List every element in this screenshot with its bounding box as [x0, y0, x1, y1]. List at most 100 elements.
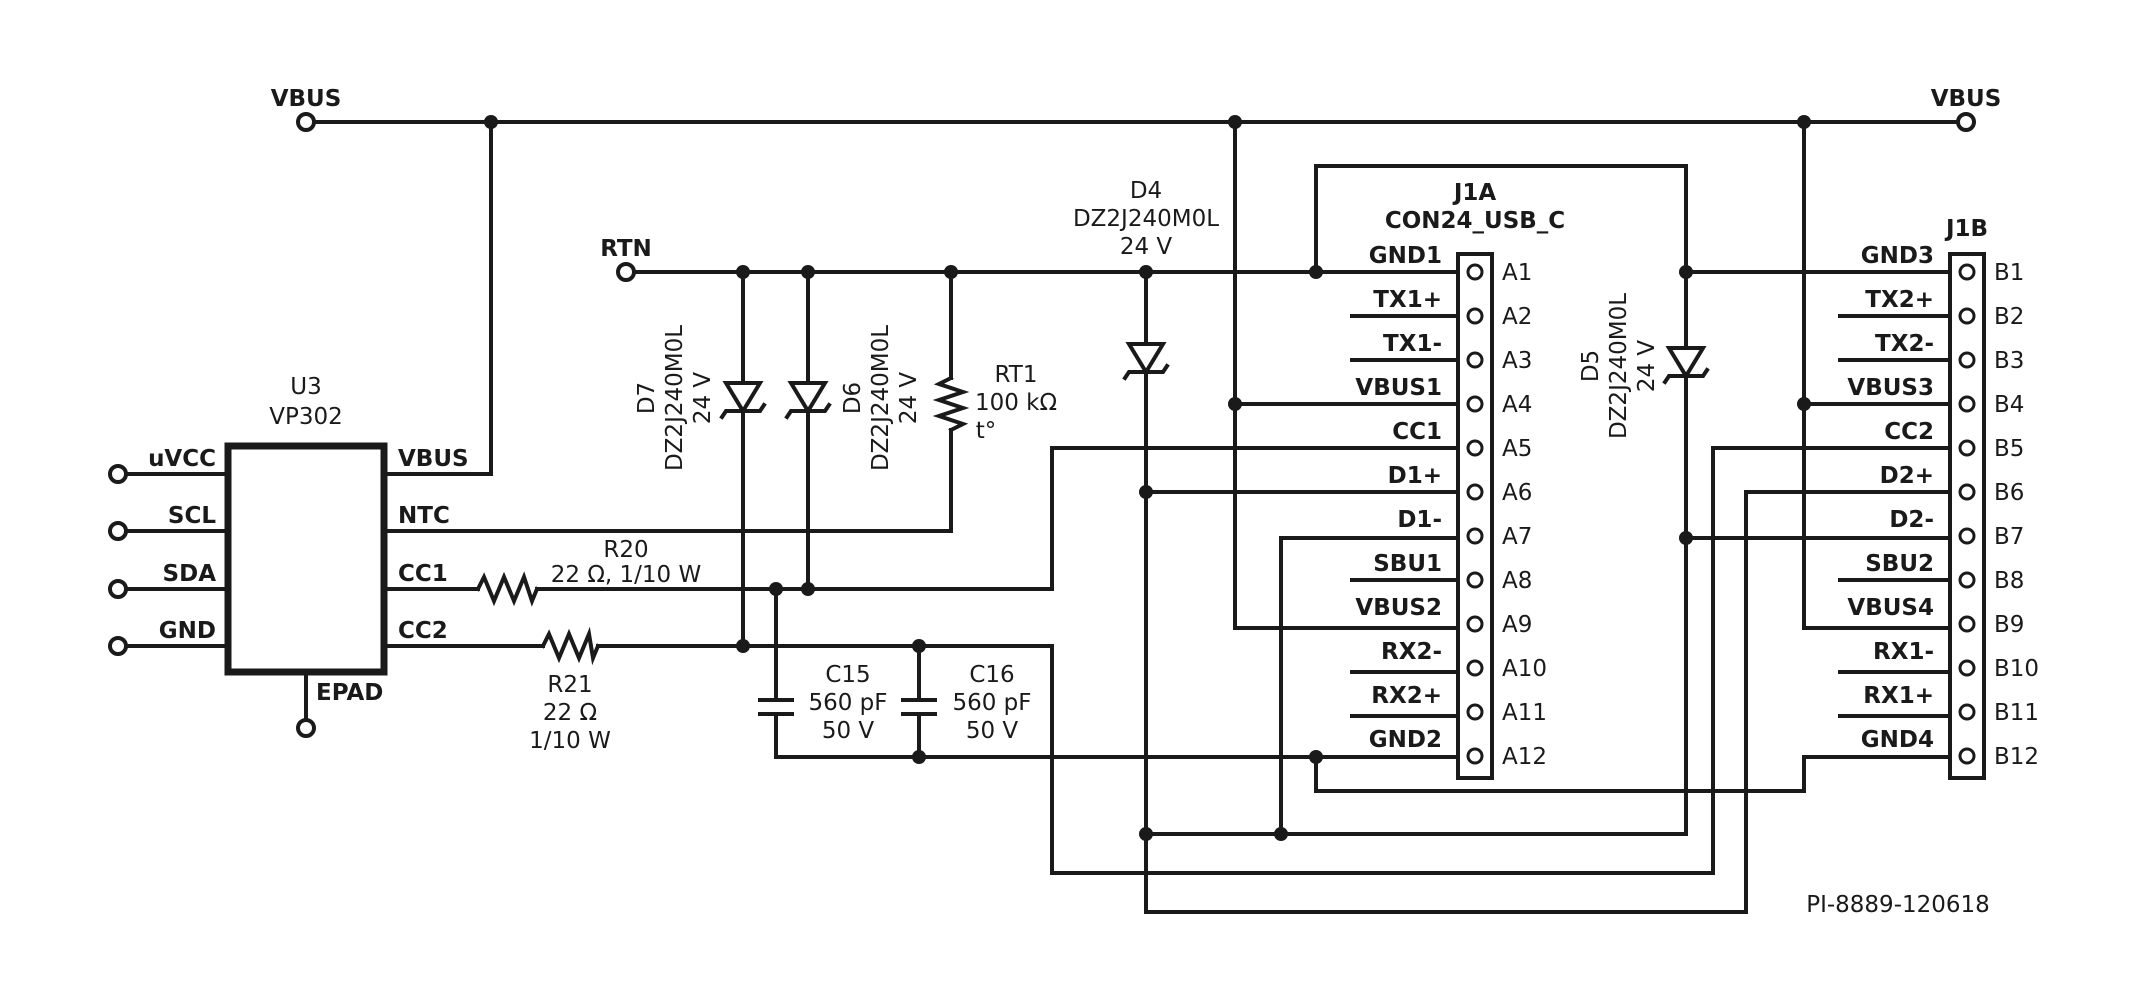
j1b-connector-body: [1948, 252, 1986, 780]
vbus-left-label: VBUS: [271, 86, 342, 112]
j1b-pin-circle: [1958, 571, 1976, 589]
j1a-signal-label: D1-: [1397, 507, 1442, 533]
u3-pin-gnd: GND: [159, 618, 216, 644]
j1b-pin-number: B4: [1994, 392, 2024, 418]
j1a-pin-circle: [1466, 263, 1484, 281]
j1a-pin-number: A6: [1502, 480, 1532, 506]
d5-ref: D5: [1578, 350, 1604, 382]
d5-voltage: 24 V: [1634, 340, 1660, 393]
u3-body: [224, 442, 388, 676]
d7-part: DZ2J240M0L: [662, 325, 688, 471]
rtn-label: RTN: [600, 236, 652, 262]
j1a-signal-label: TX1-: [1383, 331, 1442, 357]
j1b-signal-label: TX2+: [1865, 287, 1934, 313]
rt1-value: 100 kΩ: [975, 390, 1057, 416]
j1b-pin-circle: [1958, 747, 1976, 765]
j1b-pin-circle: [1958, 615, 1976, 633]
j1a-pin-circle: [1466, 659, 1484, 677]
j1b-pin-circles: [1958, 263, 1976, 765]
j1a-connector-body: [1456, 252, 1494, 780]
j1b-pin-number: B9: [1994, 612, 2024, 638]
c15-value1: 560 pF: [808, 690, 887, 716]
d6-voltage: 24 V: [896, 372, 922, 425]
j1a-pin-circles: [1466, 263, 1484, 765]
u3-pin-uvcc: uVCC: [148, 446, 216, 472]
d4-zener-diode: [1122, 342, 1170, 381]
j1b-pin-circle: [1958, 439, 1976, 457]
j1a-pin-number: A7: [1502, 524, 1532, 550]
j1b-pin-circle: [1958, 351, 1976, 369]
d5-part: DZ2J240M0L: [1606, 293, 1632, 439]
j1a-signal-label: SBU1: [1373, 551, 1442, 577]
j1b-signal-label: RX1+: [1863, 683, 1934, 709]
j1a-pin-number: A11: [1502, 700, 1547, 726]
u3-pin-cc2: CC2: [398, 618, 448, 644]
d6-ref: D6: [840, 382, 866, 414]
j1a-signal-label: GND2: [1369, 727, 1442, 753]
r20-value: 22 Ω, 1/10 W: [551, 562, 701, 588]
j1a-pin-number: A12: [1502, 744, 1547, 770]
u3-ref: U3: [290, 374, 321, 400]
j1b-pin-number: B8: [1994, 568, 2024, 594]
d4-ref: D4: [1130, 178, 1162, 204]
junctions: [484, 115, 1811, 841]
u3-pin-vbus: VBUS: [398, 446, 469, 472]
j1b-pin-circle: [1958, 307, 1976, 325]
j1b-pin-circle: [1958, 395, 1976, 413]
r20-ref: R20: [603, 537, 648, 563]
j1b-signal-label: D2+: [1880, 463, 1934, 489]
rt1-symbol: t°: [976, 418, 997, 444]
j1b-signal-label: CC2: [1884, 419, 1934, 445]
j1b-signal-label: D2-: [1889, 507, 1934, 533]
j1a-pin-circle: [1466, 483, 1484, 501]
u3-pin-scl: SCL: [168, 503, 216, 529]
c15-capacitor: [758, 698, 794, 716]
j1a-pin-circle: [1466, 747, 1484, 765]
j1a-pin-number: A5: [1502, 436, 1532, 462]
u3-part: VP302: [269, 404, 343, 430]
c16-capacitor: [901, 698, 937, 716]
j1b-pin-number: B11: [1994, 700, 2039, 726]
r21-value1: 22 Ω: [543, 700, 597, 726]
j1a-pin-number: A9: [1502, 612, 1532, 638]
d7-zener-diode: [719, 381, 767, 420]
j1b-pin-circle: [1958, 527, 1976, 545]
d6-zener-diode: [784, 381, 832, 420]
j1a-signal-label: VBUS2: [1355, 595, 1442, 621]
j1a-pin-circle: [1466, 615, 1484, 633]
c16-ref: C16: [969, 662, 1014, 688]
r21-resistor: [540, 626, 601, 666]
j1a-pin-circle: [1466, 351, 1484, 369]
j1a-pin-number: A8: [1502, 568, 1532, 594]
j1b-signal-label: VBUS3: [1847, 375, 1934, 401]
j1a-pin-number: A1: [1502, 260, 1532, 286]
j1a-signal-label: TX1+: [1373, 287, 1442, 313]
j1b-signal-label: SBU2: [1865, 551, 1934, 577]
j1a-signal-label: VBUS1: [1355, 375, 1442, 401]
r21-ref: R21: [547, 672, 592, 698]
j1b-labels: GND3B1TX2+B2TX2-B3VBUS3B4CC2B5D2+B6D2-B7…: [1847, 243, 2039, 770]
j1b-signal-label: VBUS4: [1847, 595, 1934, 621]
d6-part: DZ2J240M0L: [868, 325, 894, 471]
j1a-signal-label: RX2+: [1371, 683, 1442, 709]
j1b-pin-circle: [1958, 263, 1976, 281]
j1b-pin-circle: [1958, 483, 1976, 501]
j1a-pin-circle: [1466, 571, 1484, 589]
j1a-pin-circle: [1466, 439, 1484, 457]
c15-ref: C15: [825, 662, 870, 688]
j1a-pin-number: A3: [1502, 348, 1532, 374]
j1a-pin-circle: [1466, 703, 1484, 721]
d7-ref: D7: [634, 382, 660, 414]
j1b-pin-circle: [1958, 703, 1976, 721]
j1b-pin-number: B7: [1994, 524, 2024, 550]
terminals: [108, 112, 1976, 738]
j1b-pin-number: B5: [1994, 436, 2024, 462]
j1a-signal-label: D1+: [1388, 463, 1442, 489]
j1a-pin-circle: [1466, 307, 1484, 325]
j1a-signal-label: CC1: [1392, 419, 1442, 445]
j1a-pin-circle: [1466, 527, 1484, 545]
d5-zener-diode: [1662, 346, 1710, 385]
j1b-signal-label: RX1-: [1873, 639, 1934, 665]
u3-pin-sda: SDA: [163, 561, 217, 587]
